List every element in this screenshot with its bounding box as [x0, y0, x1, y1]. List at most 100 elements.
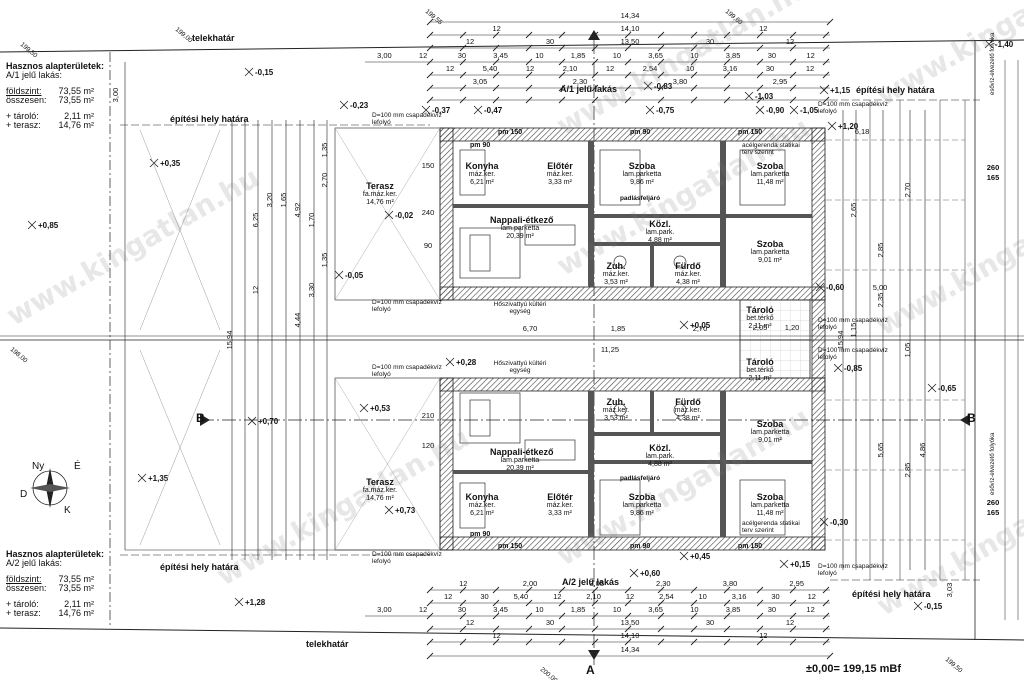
dimension-value: 1,65	[279, 193, 288, 208]
dimension-value: 30	[546, 37, 554, 46]
dimension-tick	[826, 652, 834, 660]
storage-value: 2,11 m²	[64, 110, 94, 121]
room-area: 14,76 m²	[366, 494, 394, 502]
dimension-value: 2,10	[563, 64, 578, 73]
dimension-tick	[624, 612, 632, 620]
room-name: Konyha	[465, 161, 499, 171]
pm-label: pm 90	[470, 142, 490, 149]
room-area: 3,33 m²	[548, 178, 572, 186]
dimension-tick	[459, 31, 467, 39]
section-a-bottom: A	[586, 663, 595, 677]
pm-label: pm 90	[470, 531, 490, 538]
dimension-value: 2,10	[586, 592, 601, 601]
dimension-value: 14,10	[621, 631, 640, 640]
channel-note: esővíz-elvezető folyóka	[990, 32, 996, 95]
level-value: +0,35	[160, 159, 181, 168]
downpipe-note: D=100 mm csapadékvíz lefolyó	[372, 551, 442, 565]
dimension-tick	[624, 586, 632, 594]
dimension-value: 3,80	[723, 579, 738, 588]
survey-point: 199,00	[174, 26, 194, 44]
dimension-value: 5,65	[876, 443, 885, 458]
dimension-tick	[723, 31, 731, 39]
area-summary-a2: Hasznos alapterületek: A/2 jelű lakás: f…	[6, 549, 116, 619]
downpipe-note: D=100 mm csapadékvíz lefolyó	[818, 317, 888, 331]
dimension-tick	[591, 599, 599, 607]
room-name: Nappali-étkező	[490, 215, 554, 225]
dimension-tick	[690, 638, 698, 646]
room-name: Szoba	[756, 492, 784, 502]
dimension-tick	[525, 612, 533, 620]
level-value: +1,28	[245, 598, 266, 607]
dimension-value: 12	[526, 64, 534, 73]
dimension-tick	[657, 586, 665, 594]
dimension-value: 6,25	[251, 213, 260, 228]
downpipe-note: D=100 mm csapadékvíz lefolyó	[372, 112, 442, 126]
level-value: -0,02	[395, 211, 414, 220]
dimension-tick	[426, 96, 434, 104]
room-floor: lam.parketta	[750, 429, 790, 437]
dimension-tick	[426, 612, 434, 620]
dimension-value: 30	[546, 618, 554, 627]
dimension-value: 1,35	[320, 143, 329, 158]
room-area: 20,39 m²	[506, 232, 534, 240]
room-label: Zuh.máz.ker.3,53 m²	[586, 261, 646, 286]
dimension-tick	[426, 625, 434, 633]
opening-size: 210	[422, 411, 435, 420]
build-limit-label: építési hely határa	[856, 85, 935, 95]
plot-boundaries	[0, 39, 1024, 665]
dimension-tick	[459, 96, 467, 104]
level-value: -0,90	[766, 106, 785, 115]
room-name: Szoba	[756, 161, 784, 171]
summary-title: Hasznos alapterületek:	[6, 549, 105, 559]
furniture	[459, 149, 786, 536]
dimension-tick	[525, 58, 533, 66]
dimension-tick	[426, 638, 434, 646]
pm-label: pm 150	[498, 129, 522, 136]
dimension-tick	[492, 586, 500, 594]
dimension-value: 3,80	[673, 77, 688, 86]
dimension-tick	[525, 638, 533, 646]
dimension-tick	[756, 612, 764, 620]
room-label: Zuh.máz.ker.3,53 m²	[586, 397, 646, 422]
downpipe-note: D=100 mm csapadékvíz lefolyó	[372, 299, 442, 313]
dimension-tick	[657, 612, 665, 620]
level-value: -0,05	[345, 271, 364, 280]
dimension-value: 2,70	[903, 183, 912, 198]
pm-label: pm 90	[630, 129, 650, 136]
dimension-value: 260	[987, 163, 1000, 172]
dimension-value: 12	[806, 51, 814, 60]
room-area: 14,76 m²	[366, 198, 394, 206]
dimension-tick	[789, 612, 797, 620]
level-marker: +1,35	[137, 473, 169, 483]
level-marker: +0,35	[149, 158, 181, 168]
downpipe-note: D=100 mm csapadékvíz lefolyó	[818, 101, 888, 115]
terrace-label: + terasz:	[6, 608, 41, 619]
dimension-tick	[822, 31, 830, 39]
room-area: 4,88 m²	[648, 236, 672, 244]
dimension-value: 10	[613, 51, 621, 60]
dimension-tick	[723, 96, 731, 104]
dimension-value: 3,00	[377, 51, 392, 60]
dimension-tick	[459, 44, 467, 52]
groundfloor-value: 73,55 m²	[58, 573, 94, 584]
level-marker: -0,30	[819, 517, 849, 527]
dimension-value: 30	[768, 51, 776, 60]
dimension-tick	[822, 625, 830, 633]
dimension-tick	[426, 71, 434, 79]
dimension-value: 1,15	[849, 323, 858, 338]
storage-blocks	[739, 299, 826, 379]
dimension-value: 12	[759, 24, 767, 33]
level-value: -1,03	[755, 92, 774, 101]
opening-size: 150	[422, 161, 435, 170]
dimension-value: 12	[626, 592, 634, 601]
room-floor: lam.parketta	[622, 171, 662, 179]
dimension-value: 12	[419, 605, 427, 614]
dimension-tick	[459, 84, 467, 92]
